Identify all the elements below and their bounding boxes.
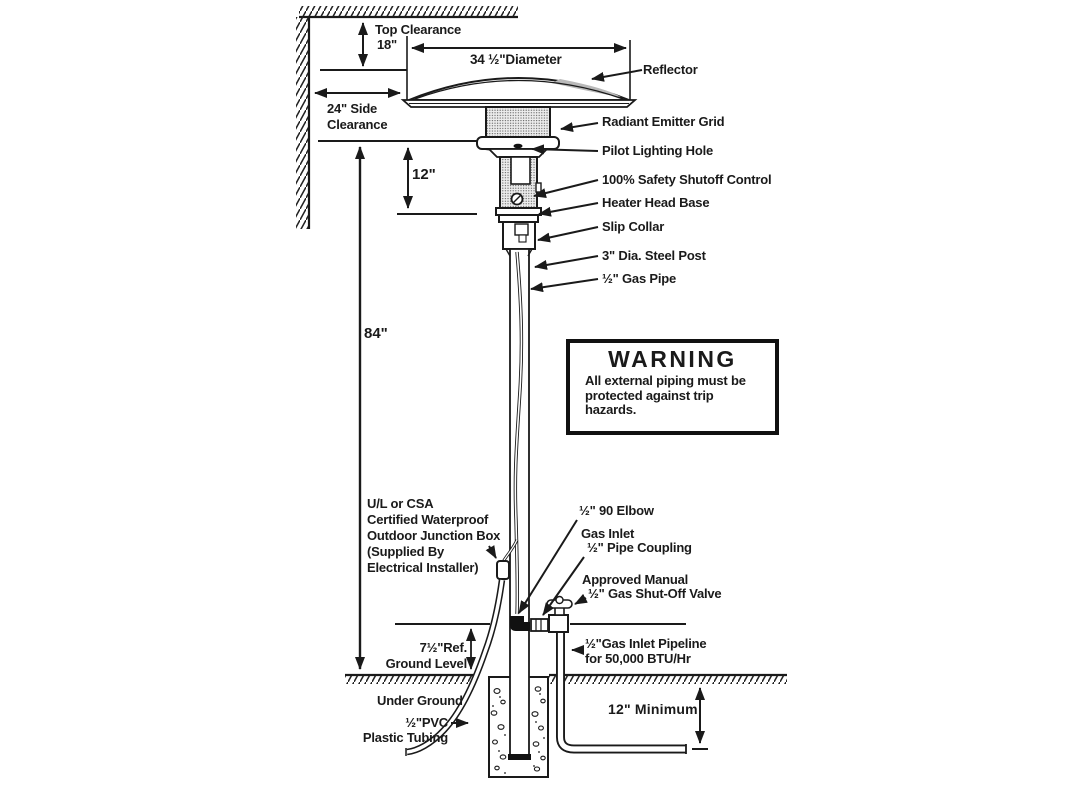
junction-box-arrow (485, 545, 497, 559)
reflector-label: Reflector (643, 62, 698, 77)
safety-shutoff-arrow (533, 179, 599, 198)
top-clearance-label: Top Clearance (375, 22, 462, 37)
gas-pipe-arrow (530, 278, 599, 293)
gas-fittings (510, 595, 573, 633)
elbow-arrow (518, 519, 578, 614)
heater-head-base (495, 207, 542, 216)
diameter-label: 34 ½"Diameter (470, 52, 562, 67)
emitter-arrow (560, 122, 599, 133)
valve-label-line2: ½" Gas Shut-Off Valve (588, 586, 722, 601)
wall-hatch (296, 16, 311, 229)
slip-collar-arrow (537, 226, 599, 243)
safety-shutoff-label: 100% Safety Shutoff Control (602, 172, 772, 187)
junction-box-label: U/L or CSA Certified Waterproof Outdoor … (367, 496, 501, 575)
pipe-coupling (530, 618, 549, 632)
slip-collar-label: Slip Collar (602, 219, 665, 234)
valve-label-line1: Approved Manual (582, 572, 689, 587)
heater-window (510, 156, 531, 185)
warning-box: WARNING All external piping must be prot… (566, 339, 779, 435)
valve-arrow (574, 593, 588, 605)
pilot-arrow (531, 144, 599, 155)
heater-head (486, 143, 550, 250)
head-base-arrow (538, 202, 599, 217)
reflector (400, 77, 638, 108)
gas-inlet-pipe (556, 632, 708, 754)
warning-title: WARNING (608, 346, 737, 372)
reflector-arrow (591, 69, 643, 82)
steel-post-label: 3" Dia. Steel Post (602, 248, 706, 263)
gas-pipe-label: ½" Gas Pipe (602, 271, 677, 286)
dimension-lines (314, 22, 631, 670)
steel-post (505, 248, 533, 760)
ground (345, 673, 787, 684)
ceiling-hatch (299, 6, 518, 19)
elbow-label: ½" 90 Elbow (579, 503, 654, 518)
side-clearance-label: 24" Side Clearance (327, 101, 388, 132)
warning-body: All external piping must be protected ag… (585, 373, 746, 417)
under-ground-label: Under Ground (377, 693, 463, 708)
side-knob (535, 182, 542, 193)
depth-minimum-label: 12" Minimum (608, 701, 698, 717)
ref-height-label: 7½"Ref. Ground Level (385, 640, 468, 671)
pvc-tubing (405, 579, 506, 756)
post-height-label: 84" (364, 325, 388, 342)
head-length-label: 12" (412, 166, 436, 183)
pvc-tubing-label: ½"PVC Plastic Tubing (362, 715, 448, 745)
top-clearance-value: 18" (377, 37, 398, 52)
post-bottom-cap (508, 754, 531, 760)
steel-post-arrow (534, 255, 599, 270)
shutoff-valve-body (548, 614, 569, 633)
heater-head-base-label: Heater Head Base (602, 195, 710, 210)
pipe-coupling-label: ½" Pipe Coupling (587, 540, 692, 555)
radiant-emitter-grid-label: Radiant Emitter Grid (602, 114, 725, 129)
reference-lines (395, 623, 705, 744)
gas-inlet-pipeline-label: ½"Gas Inlet Pipeline for 50,000 BTU/Hr (585, 636, 707, 666)
outdoor-junction-box (496, 560, 510, 580)
elbow-90 (510, 616, 530, 631)
pilot-lighting-hole-label: Pilot Lighting Hole (602, 143, 714, 158)
label-arrows (451, 69, 643, 728)
pilot-lighting-hole (513, 143, 523, 149)
gas-inlet-label: Gas Inlet (581, 526, 635, 541)
coupling-arrow (542, 556, 585, 616)
